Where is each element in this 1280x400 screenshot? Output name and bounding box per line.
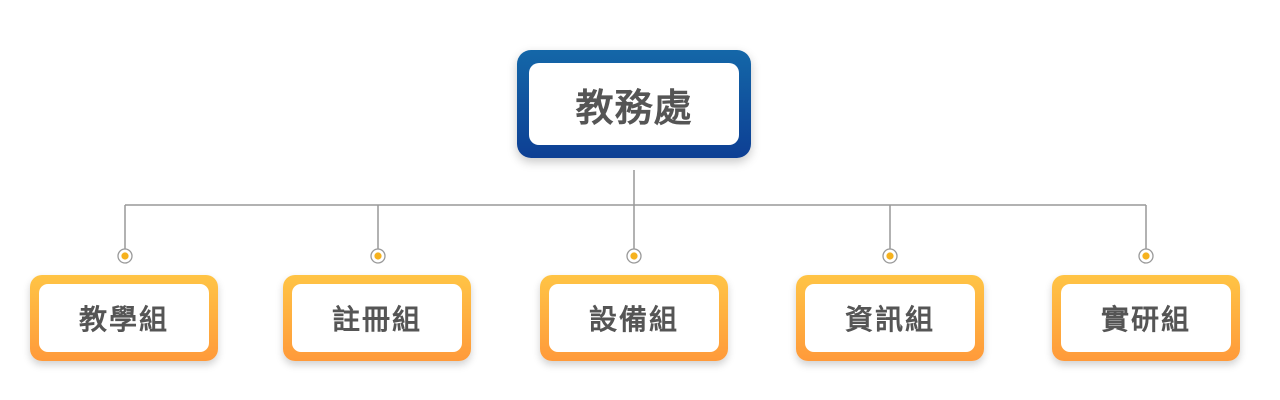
child-node-information: 資訊組: [796, 275, 984, 361]
child-node-label: 註冊組: [292, 284, 462, 352]
child-node-label: 實研組: [1061, 284, 1231, 352]
child-node-label: 教學組: [39, 284, 209, 352]
junction-dot: [626, 248, 642, 264]
child-node-equipment: 設備組: [540, 275, 728, 361]
root-node: 教務處: [517, 50, 751, 158]
child-node-internship: 實研組: [1052, 275, 1240, 361]
junction-dot: [117, 248, 133, 264]
child-node-teaching: 教學組: [30, 275, 218, 361]
child-node-label: 資訊組: [805, 284, 975, 352]
junction-dot: [1138, 248, 1154, 264]
junction-dot: [370, 248, 386, 264]
child-node-label: 設備組: [549, 284, 719, 352]
root-node-label: 教務處: [529, 63, 739, 145]
child-node-registration: 註冊組: [283, 275, 471, 361]
junction-dot: [882, 248, 898, 264]
